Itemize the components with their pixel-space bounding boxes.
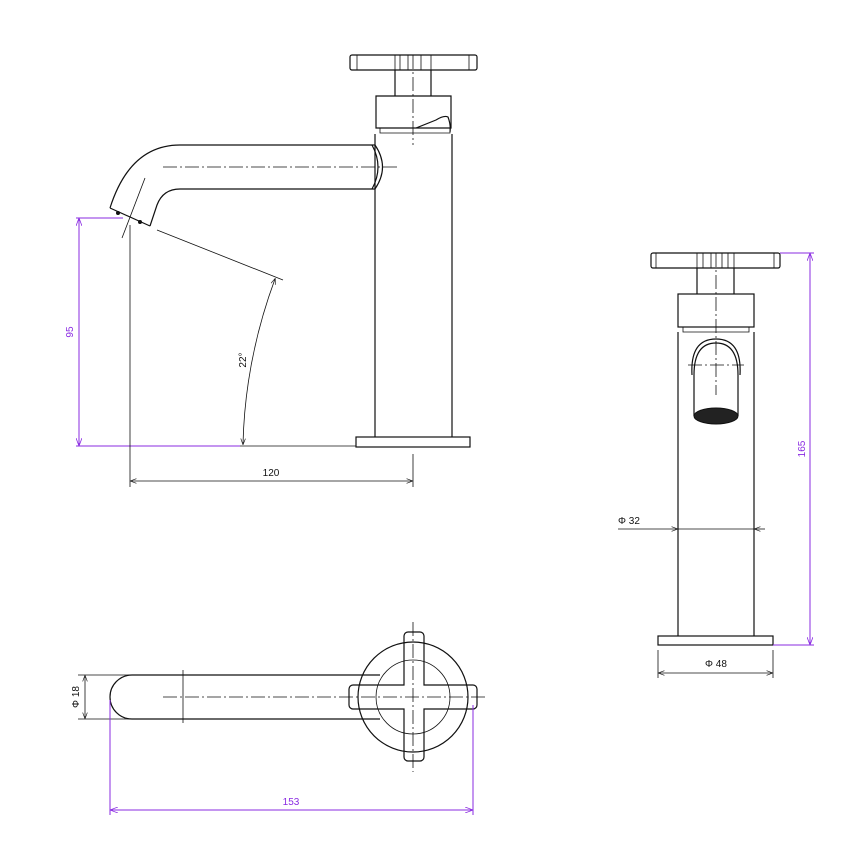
front-view: 165 Φ 32 Φ 48 bbox=[618, 252, 814, 678]
cross-handle bbox=[349, 54, 478, 71]
cross-handle bbox=[650, 252, 781, 269]
cross-handle-top bbox=[348, 631, 478, 762]
angle-reference-line bbox=[156, 229, 284, 281]
base bbox=[355, 436, 471, 448]
base bbox=[657, 635, 774, 646]
body bbox=[677, 332, 755, 636]
spout-diameter-label: Φ 18 bbox=[71, 686, 82, 708]
spout-reach-label: 120 bbox=[263, 468, 280, 479]
spout-top bbox=[109, 674, 380, 720]
body-diameter-label: Φ 32 bbox=[618, 516, 640, 527]
angle-label: 22° bbox=[238, 352, 249, 367]
top-view: Φ 18 153 bbox=[71, 622, 487, 815]
spout-height-label: 95 bbox=[65, 326, 76, 338]
spout bbox=[109, 144, 375, 227]
total-height-label: 165 bbox=[797, 440, 808, 457]
bonnet bbox=[375, 95, 452, 129]
base-diameter-label: Φ 48 bbox=[705, 659, 727, 670]
total-length-label: 153 bbox=[283, 797, 300, 808]
side-view: 22° 95 120 bbox=[65, 54, 478, 487]
body bbox=[374, 134, 453, 437]
aerator bbox=[693, 407, 739, 425]
